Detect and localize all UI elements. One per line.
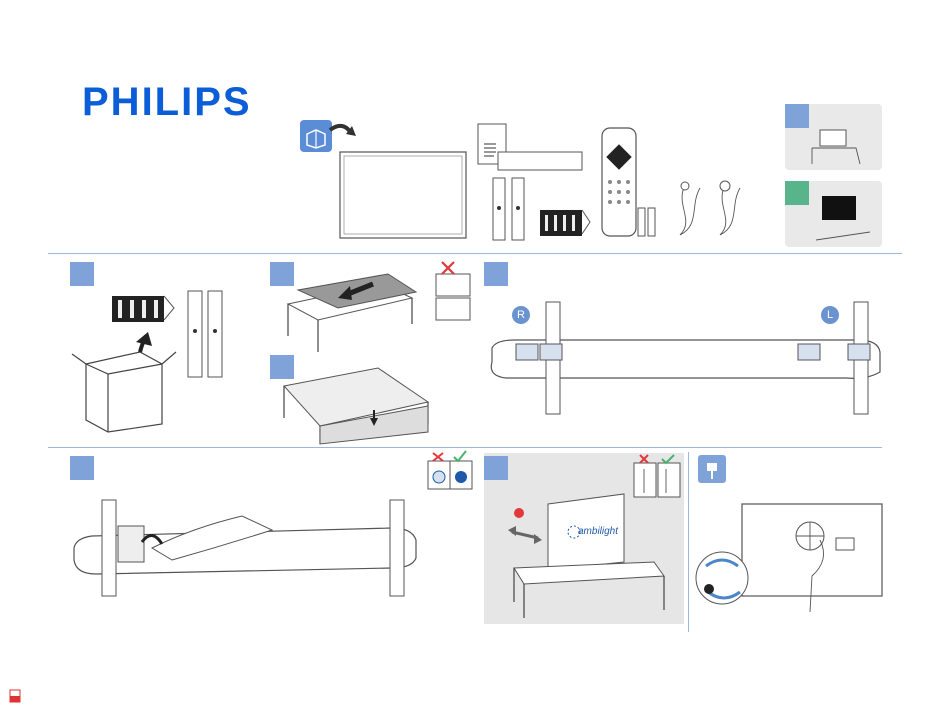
warning-icon xyxy=(514,508,524,518)
power-plug-icon xyxy=(698,455,726,483)
tv-front xyxy=(338,150,468,240)
tv-back-cable-routing xyxy=(740,500,884,612)
screws-pack xyxy=(540,210,590,236)
section-divider-vertical xyxy=(688,452,689,632)
clearance-check-icons xyxy=(634,455,680,497)
table-stand-icon xyxy=(808,126,868,166)
lock-icon xyxy=(704,584,714,594)
step-badge-4 xyxy=(484,262,508,286)
section-divider xyxy=(48,253,902,254)
wall-mount-icon xyxy=(812,190,872,242)
cable-clip-detail xyxy=(694,544,754,620)
wrong-x-icon xyxy=(436,260,470,324)
open-box-illustration xyxy=(70,334,180,434)
correct-check-icon xyxy=(428,451,472,491)
stand-feet-2 xyxy=(186,291,226,377)
arrow-icon xyxy=(328,122,358,152)
mount-marker-left: L xyxy=(821,306,839,324)
step-badge-6 xyxy=(484,456,508,480)
tv-face-down-on-table xyxy=(278,364,430,446)
section-divider-2 xyxy=(48,447,882,448)
option-blue-badge xyxy=(785,104,809,128)
pdf-file-icon xyxy=(10,690,20,702)
ambilight-tv-on-table: ambilight xyxy=(504,492,684,618)
screwing-hand-illustration xyxy=(72,488,428,596)
tv-on-table xyxy=(278,264,418,354)
philips-logo: PHILIPS xyxy=(82,82,252,122)
step-badge-1 xyxy=(70,262,94,286)
mount-marker-right: R xyxy=(512,306,530,324)
stand-feet xyxy=(490,178,530,240)
screws-pack-2 xyxy=(112,296,177,322)
remote-control xyxy=(600,126,640,238)
manual-and-bar xyxy=(476,122,586,172)
step-badge-5 xyxy=(70,456,94,480)
ambilight-wordmark: ambilight xyxy=(578,526,619,537)
batteries xyxy=(636,206,658,238)
power-cords xyxy=(670,180,750,240)
option-green-badge xyxy=(785,181,809,205)
